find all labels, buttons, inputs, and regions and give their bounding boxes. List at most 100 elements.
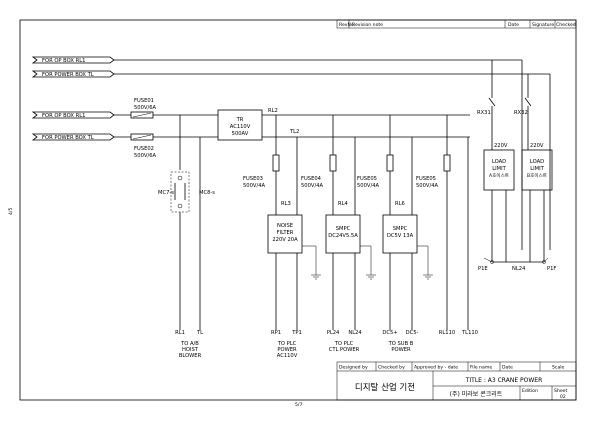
fuse01: FUSE01 500V/6A — [114, 98, 218, 119]
input-connector-2: FOR POWER BOX TL — [31, 70, 115, 78]
input-label-1: FOR OP BOX RL1 — [42, 58, 85, 64]
checked-label: Checked — [556, 22, 576, 28]
noise-filter-branch: FUSE03 500V/4A RL3 NOISE FILTER 220V 20A — [243, 115, 321, 330]
input-label-4: FOR POWER BOX TL — [42, 135, 94, 141]
terminal-label: PL24 — [327, 330, 340, 336]
scale-label: Scale — [552, 365, 565, 371]
dest-plc-power-line2: POWER — [277, 347, 297, 353]
title-block: Designed by Checked by Approved by - dat… — [336, 361, 577, 401]
dest-sub-line1: TO SUB B — [388, 341, 414, 347]
company-name: 디지탈 산업 기전 — [355, 382, 415, 393]
fuse04-name: FUSE04 — [301, 176, 322, 182]
file-name-label: File name — [470, 365, 492, 371]
fuse03-name: FUSE03 — [243, 176, 263, 182]
dest-hoist-line1: TO A/B — [180, 341, 199, 347]
date-label: Date — [502, 365, 513, 371]
rl6-label: RL6 — [395, 201, 405, 207]
bus-lines: RL2 TL2 — [262, 108, 470, 138]
fuse01-rating: 500V/6A — [134, 105, 156, 111]
sheet-label: Sheet — [554, 388, 567, 394]
load2-line3: B호이스트 — [527, 172, 547, 179]
terminal-label: TL110 — [461, 330, 478, 336]
terminal-label: NL24 — [348, 330, 362, 336]
relay-rx31: RX31 — [477, 110, 491, 116]
dest-plc-power-line1: TO PLC — [277, 341, 297, 347]
fuse04-rating: 500V/4A — [301, 183, 323, 189]
bus-tl2: TL2 — [289, 129, 299, 135]
rl3-label: RL3 — [281, 201, 291, 207]
terminal-p1f: P1F — [547, 266, 556, 272]
fuse02-rating: 500V/6A — [134, 153, 156, 159]
revision-block: RevNo Revision note Date Signature Check… — [336, 19, 577, 29]
mc7-label: MC7-s — [158, 190, 174, 196]
noise-filter-line2: FILTER — [277, 230, 294, 236]
signature-label: Signature — [532, 22, 554, 28]
relay-rx32: RX32 — [514, 110, 528, 116]
dest-hoist-line2: HOIST — [182, 347, 199, 353]
mc8-label: MC8-s — [199, 190, 215, 196]
dest-plc-ctl-line1: TO PLC — [334, 341, 354, 347]
designed-by-label: Designed by — [339, 365, 368, 371]
rl110-branch: FUSE05 500V/4A — [416, 115, 469, 330]
dest-hoist-line3: BLOWER — [179, 353, 202, 359]
terminal-label: TP1 — [291, 330, 302, 336]
voltage-2: 220V — [530, 143, 544, 149]
drawing-title: TITLE : A3 CRANE POWER — [465, 377, 543, 384]
mc-contacts: MC7-s MC8-s — [158, 115, 215, 330]
fuse05b-rating: 500V/4A — [416, 183, 438, 189]
checked-by-label: Checked by — [378, 365, 405, 371]
transformer: TR AC110V 500AV — [217, 109, 263, 141]
input-connector-1: FOR OP BOX RL1 — [31, 56, 115, 64]
fuse01-name: FUSE01 — [134, 98, 154, 104]
sheet-number: 02 — [560, 394, 566, 400]
transformer-name: TR — [236, 117, 244, 123]
dest-sub-line2: POWER — [391, 347, 411, 353]
fuse05b-name: FUSE05 — [416, 176, 436, 182]
fuse05a-rating: 500V/4A — [357, 183, 379, 189]
terminal-label: RL1 — [175, 330, 185, 336]
smps-5v-branch: FUSE05 500V/4A RL6 SMPC DC5V 13A — [357, 115, 433, 330]
load2-line1: LOAD — [530, 159, 544, 165]
terminal-p1e: P1E — [478, 266, 488, 272]
terminal-label: RP1 — [271, 330, 281, 336]
dest-plc-power-line3: AC110V — [277, 353, 298, 359]
destination-labels: TO A/B HOIST BLOWER TO PLC POWER AC110V … — [179, 341, 414, 359]
dest-plc-ctl-line2: CTL POWER — [329, 347, 360, 353]
fuse02: FUSE02 500V/6A — [114, 133, 218, 159]
rev-no-label: RevNo — [339, 22, 354, 28]
rev-date-label: Date — [508, 22, 519, 28]
load1-line1: LOAD — [492, 159, 506, 165]
terminal-nl24-load: NL24 — [512, 266, 526, 272]
client-name: (주) 미라보 콘크리트 — [450, 390, 503, 398]
noise-filter-line1: NOISE — [277, 223, 293, 229]
fuse05a-name: FUSE05 — [357, 176, 377, 182]
smps-24v-branch: FUSE04 500V/4A RL4 SMPC DC24V5.5A — [301, 115, 376, 330]
load2-line2: LIMIT — [530, 166, 544, 172]
smps1-line2: DC24V5.5A — [328, 233, 358, 239]
transformer-voltage: AC110V — [230, 124, 251, 130]
left-margin-mark: 4/5 — [8, 208, 14, 215]
input-label-3: FOR OP BOX RL1 — [42, 113, 85, 119]
load1-line3: A호이스트 — [489, 172, 509, 179]
input-connector-3: FOR OP BOX RL1 — [31, 111, 115, 119]
fuse02-name: FUSE02 — [134, 146, 154, 152]
noise-filter-line3: 220V 20A — [272, 237, 298, 243]
transformer-rating: 500AV — [232, 131, 249, 137]
smps2-line2: DC5V 13A — [387, 233, 414, 239]
edition-label: Edition — [522, 388, 538, 394]
bus-rl2: RL2 — [268, 108, 278, 114]
voltage-1: 220V — [494, 143, 508, 149]
input-label-2: FOR POWER BOX TL — [42, 72, 94, 78]
rl4-label: RL4 — [338, 201, 348, 207]
terminal-labels: RL1 TL RP1 TP1 PL24 NL24 DC5+ DC5- RL110… — [175, 330, 478, 336]
fuse03-rating: 500V/4A — [243, 183, 265, 189]
revision-note-label: Revision note — [352, 22, 383, 28]
smps2-line1: SMPC — [393, 226, 408, 232]
bottom-margin-mark: 5/7 — [295, 402, 302, 408]
smps1-line1: SMPC — [336, 226, 351, 232]
approved-by-label: Approved by - date — [414, 365, 458, 371]
input-connector-4: FOR POWER BOX TL — [31, 133, 115, 141]
terminal-label: DC5+ — [382, 330, 397, 336]
load-limit-section: RX31 RX32 220V 220V LOAD LIMIT A호이스트 LOA… — [477, 60, 556, 272]
